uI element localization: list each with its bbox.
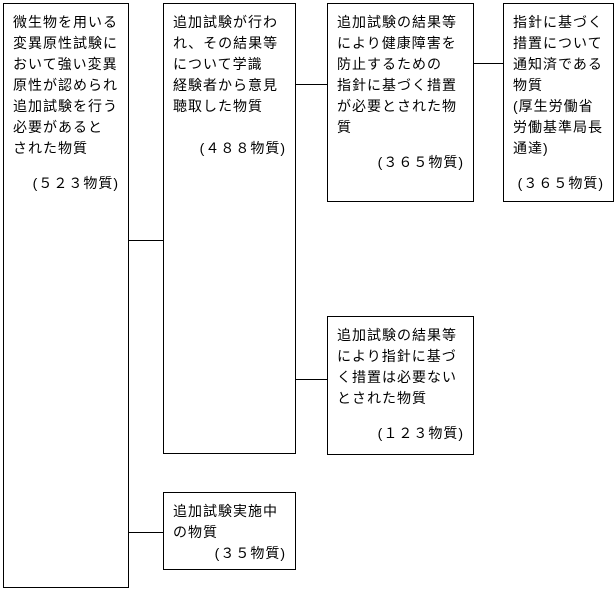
flow-box-text: 追加試験の結果等 により指針に基づ く措置は必要ない とされた物質 bbox=[337, 327, 457, 406]
flow-box-count: (５２３物質) bbox=[32, 175, 119, 191]
flow-box-text: 指針に基づく 措置について 通知済である 物質 (厚生労働省 労働基準局長 通達… bbox=[513, 14, 603, 156]
flow-box-count: (１２３物質) bbox=[377, 425, 464, 441]
connector-box2-box5 bbox=[295, 379, 327, 380]
flow-box-count: (３６５物質) bbox=[377, 154, 464, 170]
flow-box-additional-test-expert-opinion: 追加試験が行わ れ、その結果等 について学識 経験者から意見 聴取した物質 (４… bbox=[163, 3, 296, 454]
flow-box-count: (３５物質) bbox=[214, 545, 286, 561]
flow-box-strong-mutagenicity: 微生物を用いる 変異原性試験に おいて強い変異 原性が認められ 追加試験を行う … bbox=[3, 3, 129, 588]
flow-box-guideline-measures-not-required: 追加試験の結果等 により指針に基づ く措置は必要ない とされた物質 (１２３物質… bbox=[327, 316, 474, 455]
connector-box1-box2 bbox=[128, 240, 163, 241]
flow-box-guideline-measures-notified: 指針に基づく 措置について 通知済である 物質 (厚生労働省 労働基準局長 通達… bbox=[503, 3, 614, 202]
flow-box-count: (４８８物質) bbox=[199, 140, 286, 156]
flow-box-additional-test-in-progress: 追加試験実施中 の物質 (３５物質) bbox=[163, 492, 296, 570]
flow-box-text: 微生物を用いる 変異原性試験に おいて強い変異 原性が認められ 追加試験を行う … bbox=[13, 14, 118, 156]
connector-box2-box3 bbox=[295, 84, 327, 85]
flow-box-count: (３６５物質) bbox=[517, 175, 604, 191]
flow-box-guideline-measures-required: 追加試験の結果等 により健康障害を 防止するための 指針に基づく措置 が必要とさ… bbox=[327, 3, 474, 202]
flow-box-text: 追加試験の結果等 により健康障害を 防止するための 指針に基づく措置 が必要とさ… bbox=[337, 14, 457, 135]
flow-box-text: 追加試験が行わ れ、その結果等 について学識 経験者から意見 聴取した物質 bbox=[173, 14, 279, 114]
connector-box3-box4 bbox=[473, 63, 503, 64]
flow-box-text: 追加試験実施中 の物質 bbox=[173, 503, 278, 540]
connector-box1-box6 bbox=[128, 532, 163, 533]
